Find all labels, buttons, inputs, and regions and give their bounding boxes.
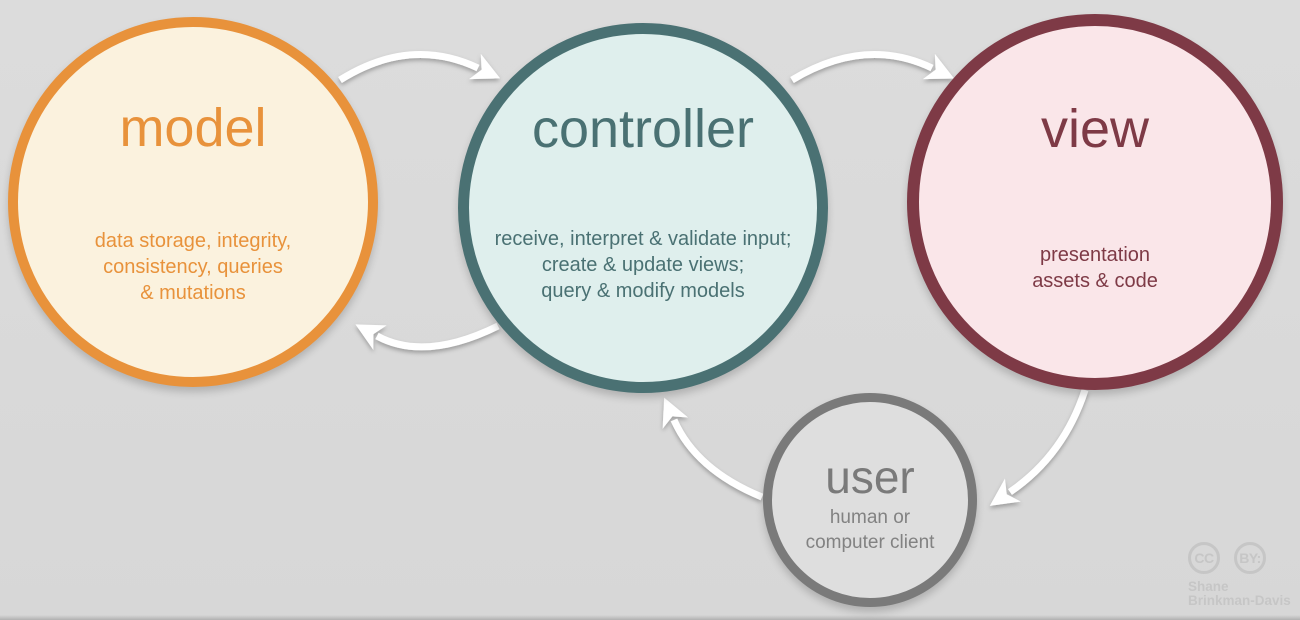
model-title: model xyxy=(119,98,267,158)
arrow-user-to-controller xyxy=(662,397,764,501)
model-description: data storage, integrity, consistency, qu… xyxy=(94,230,292,304)
arrow-controller-to-view xyxy=(790,51,955,83)
node-user: user human or computer client xyxy=(763,393,977,607)
user-description: human or computer client xyxy=(805,507,935,553)
node-controller: controller receive, interpret & validate… xyxy=(458,23,828,393)
cc-by-icon: BY: xyxy=(1234,542,1266,574)
attribution-name: Shane Brinkman-Davis xyxy=(1188,579,1291,608)
view-title: view xyxy=(1040,99,1150,159)
user-title: user xyxy=(825,451,915,503)
arrow-model-to-controller xyxy=(338,51,501,83)
arrow-view-to-user xyxy=(989,388,1089,506)
view-description: presentation assets & code xyxy=(1032,244,1158,292)
cc-icon: CC xyxy=(1188,542,1220,574)
attribution: CC BY: Shane Brinkman-Davis xyxy=(1188,542,1291,608)
controller-description: receive, interpret & validate input; cre… xyxy=(494,228,792,302)
node-view: view presentation assets & code xyxy=(907,14,1283,390)
arrow-controller-to-model xyxy=(355,322,500,351)
controller-title: controller xyxy=(531,99,755,159)
node-model: model data storage, integrity, consisten… xyxy=(8,17,378,387)
